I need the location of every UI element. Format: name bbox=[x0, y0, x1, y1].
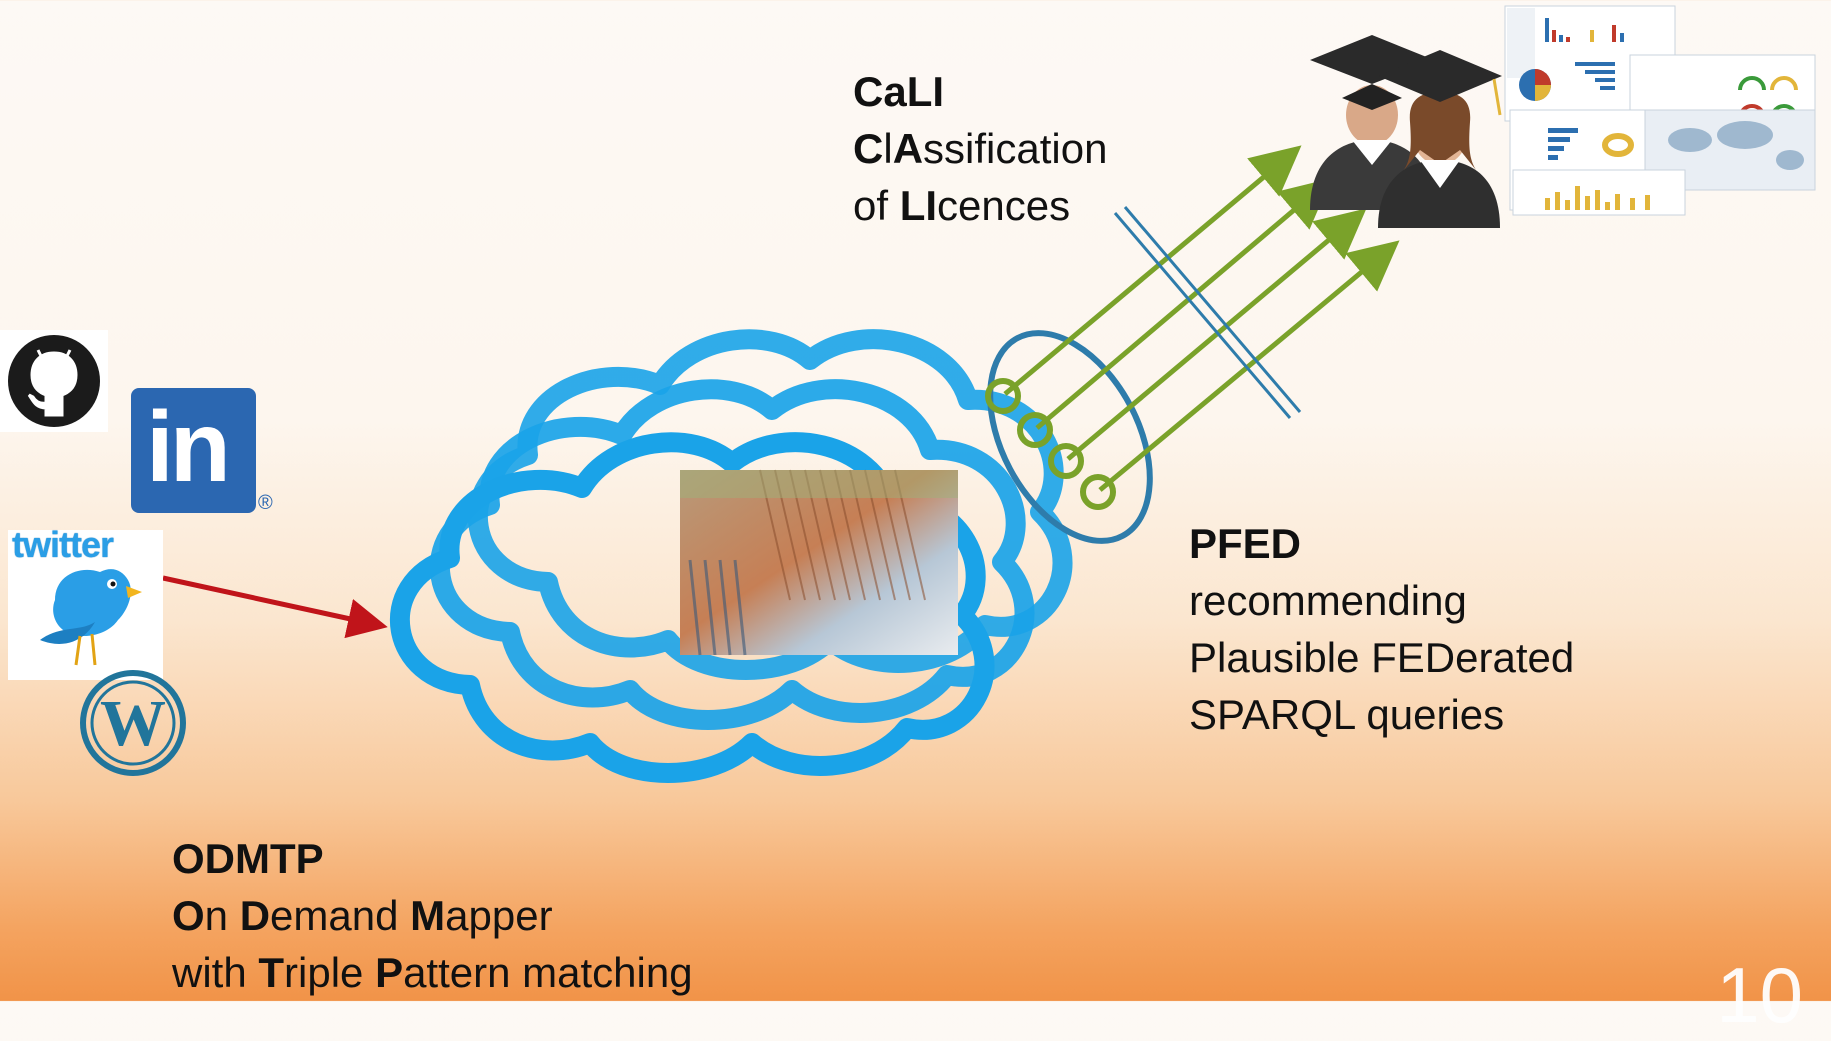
pfed-line-3: SPARQL queries bbox=[1189, 691, 1505, 738]
dash-bars-2 bbox=[1545, 186, 1650, 210]
query-arrow-1 bbox=[1003, 145, 1302, 396]
wordpress-icon bbox=[80, 670, 186, 776]
text-segment: cences bbox=[937, 182, 1071, 229]
query-arrow-4 bbox=[1098, 240, 1400, 492]
cloud-back bbox=[468, 329, 1073, 680]
text-segment: A bbox=[892, 125, 924, 172]
cloud-middle bbox=[430, 379, 1035, 730]
text-segment: l bbox=[883, 125, 893, 172]
pfed-title: PFED bbox=[1189, 520, 1302, 567]
dash-map bbox=[1668, 121, 1804, 170]
text-segment: P bbox=[375, 949, 404, 996]
dash-bars-1 bbox=[1545, 18, 1624, 42]
dashboard-collage bbox=[1504, 5, 1816, 216]
document-stack-image bbox=[680, 469, 958, 656]
text-segment: D bbox=[239, 892, 271, 939]
license-cut-lines bbox=[1113, 206, 1302, 419]
endpoint-3 bbox=[1048, 443, 1084, 479]
text-segment: ssification bbox=[923, 125, 1108, 172]
wordpress-w: W bbox=[100, 687, 166, 760]
query-arrow-2 bbox=[1035, 178, 1332, 430]
text-segment: emand bbox=[270, 892, 411, 939]
graduate-front bbox=[1378, 50, 1502, 228]
endpoint-4 bbox=[1080, 474, 1116, 510]
cali-expansion-line-2: of LIcences bbox=[853, 177, 1107, 234]
cloud-front bbox=[390, 432, 995, 783]
endpoint-ellipse bbox=[987, 330, 1153, 544]
slide-number: 10 bbox=[1716, 951, 1803, 1039]
text-segment: apper bbox=[445, 892, 553, 939]
odmtp-title: ODMTP bbox=[172, 835, 324, 882]
odmtp-expansion-line-2: with Triple Pattern matching bbox=[172, 944, 693, 1001]
twitter-wordmark: twitter bbox=[12, 524, 114, 565]
endpoint-1 bbox=[985, 378, 1021, 414]
odmtp-expansion-line-1: On Demand Mapper bbox=[172, 887, 693, 944]
twitter-icon bbox=[8, 530, 163, 680]
text-segment: riple bbox=[284, 949, 376, 996]
dash-hbars-2 bbox=[1548, 128, 1578, 160]
text-segment: LI bbox=[899, 182, 938, 229]
pfed-line-2: Plausible FEDerated bbox=[1189, 634, 1575, 681]
cali-title: CaLI bbox=[853, 68, 945, 115]
text-segment: O bbox=[172, 892, 205, 939]
cloud-stack bbox=[390, 329, 1073, 783]
text-segment: of bbox=[853, 182, 900, 229]
slide: in ® twitter W CaLI ClAssification of LI… bbox=[0, 5, 1816, 1001]
cali-label: CaLI ClAssification of LIcences bbox=[853, 63, 1107, 234]
cali-expansion-line-1: ClAssification bbox=[853, 120, 1107, 177]
github-icon bbox=[0, 330, 108, 432]
query-arrow-3 bbox=[1066, 208, 1367, 461]
linkedin-icon bbox=[131, 388, 256, 513]
text-segment: with bbox=[172, 949, 259, 996]
endpoint-2 bbox=[1017, 412, 1053, 448]
dash-donut bbox=[1602, 133, 1634, 157]
text-segment: C bbox=[853, 125, 884, 172]
linkedin-registered-mark: ® bbox=[258, 492, 273, 514]
diagram-graphics bbox=[0, 5, 1816, 783]
pfed-label: PFED recommending Plausible FEDerated SP… bbox=[1189, 515, 1574, 743]
text-segment: T bbox=[258, 949, 285, 996]
text-segment: n bbox=[204, 892, 240, 939]
pfed-line-1: recommending bbox=[1189, 577, 1467, 624]
red-arrow bbox=[162, 575, 388, 639]
query-arrows bbox=[985, 145, 1400, 510]
graduates-icon bbox=[1310, 35, 1502, 228]
odmtp-label: ODMTP On Demand Mapper with Triple Patte… bbox=[172, 830, 693, 1001]
text-segment: M bbox=[410, 892, 446, 939]
dash-hbars bbox=[1575, 62, 1615, 90]
linkedin-logo-text: in bbox=[146, 391, 231, 503]
text-segment: attern matching bbox=[403, 949, 693, 996]
